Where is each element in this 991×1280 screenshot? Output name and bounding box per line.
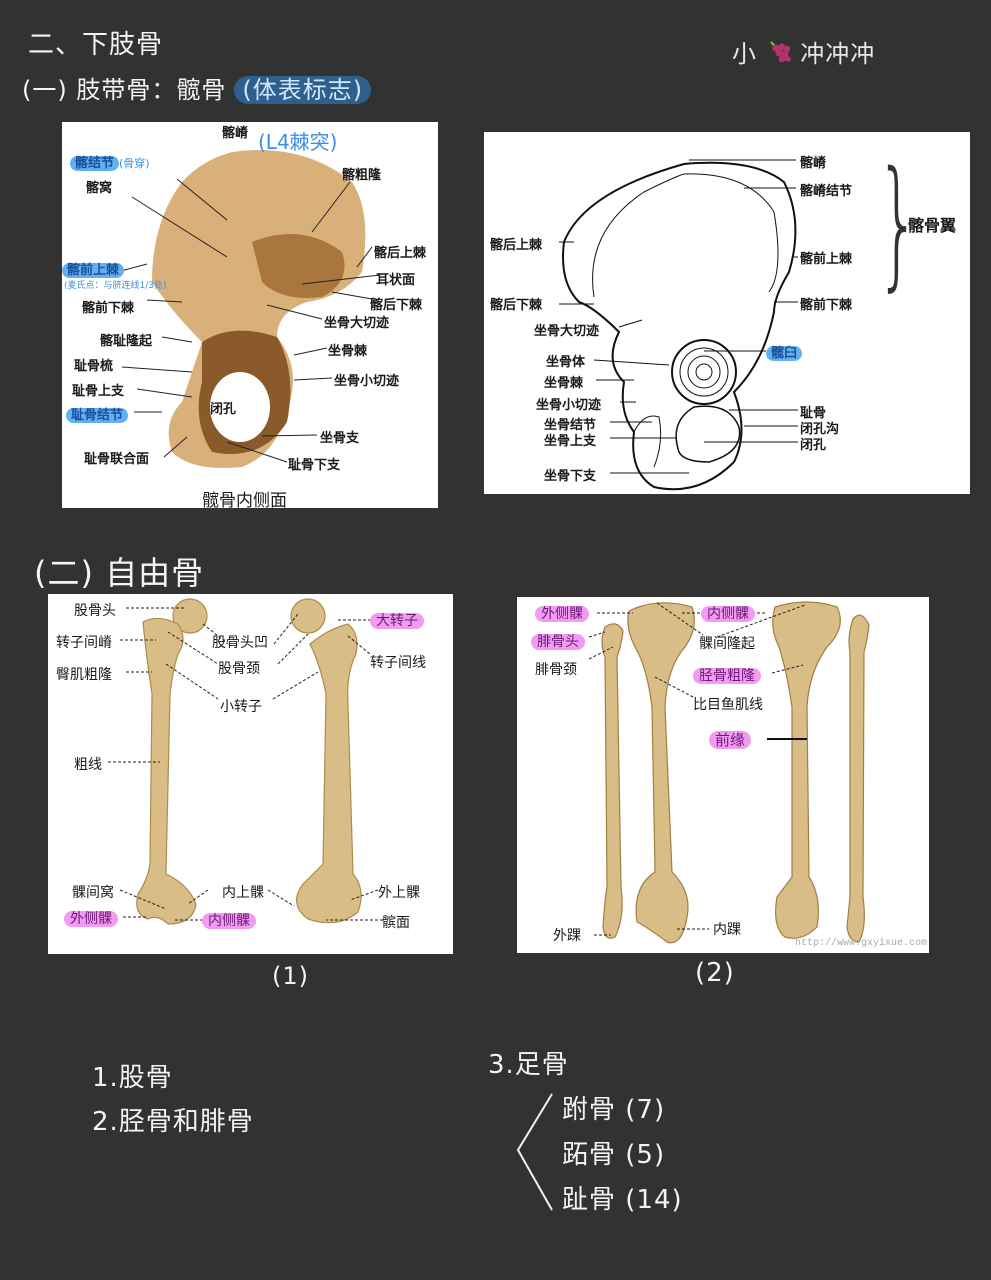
watermark-url: http://www.gxyixue.com	[794, 938, 927, 949]
label-pubic-tubercle: 耻骨结节	[66, 404, 129, 423]
brand-prefix: 小	[732, 40, 757, 68]
foot-item-phalanges: 趾骨 (14)	[562, 1185, 683, 1215]
label-ilium-wing: 髂骨翼	[908, 216, 957, 235]
label-medial-condyle: 内侧髁	[202, 910, 256, 930]
label-fibular-neck: 腓骨颈	[535, 662, 577, 678]
brace-icon: }	[876, 142, 921, 305]
hip-bone-lateral-figure: 髂嵴 髂嵴结节 } 髂骨翼 髂后上棘 髂前上棘 髂后下棘 髂前下棘 坐骨大切迹 …	[484, 132, 970, 494]
author-brand: 小 冲冲冲	[732, 34, 875, 69]
label-piis: 髂后下棘	[370, 298, 423, 313]
label-iliac-crest: 髂嵴	[222, 126, 249, 141]
label-obturator-foramen: 闭孔	[210, 402, 237, 417]
label-aiis: 髂前下棘	[800, 298, 853, 313]
figure-caption: 髋骨内侧面	[202, 491, 287, 508]
subsection-text: (一) 肢带骨：髋骨	[22, 76, 227, 104]
label-lateral-condyle: 外侧髁	[64, 908, 118, 928]
label-greater-sciatic-notch: 坐骨大切迹	[324, 316, 390, 331]
label-iliac-crest: 髂嵴	[800, 156, 827, 171]
label-piis: 髂后下棘	[490, 298, 543, 313]
foot-item-tarsals: 跗骨 (7)	[562, 1095, 666, 1125]
foot-item-metatarsals: 跖骨 (5)	[562, 1140, 666, 1170]
label-lesser-trochanter: 小转子	[220, 699, 262, 715]
label-medial-malleolus: 内踝	[713, 922, 741, 938]
label-soleal-line: 比目鱼肌线	[693, 697, 763, 713]
label-asis: 髂前上棘	[800, 252, 853, 267]
section-free-bones-title: (二) 自由骨	[34, 554, 205, 592]
figure-label-1: (1)	[272, 962, 309, 990]
tibia-fibula-illustration	[588, 601, 870, 944]
label-lesser-sciatic-notch: 坐骨小切迹	[334, 374, 400, 389]
label-asis: 髂前上棘	[62, 259, 125, 278]
label-gluteal-tuberosity: 臀肌粗隆	[56, 667, 112, 683]
bracket-icon	[516, 1093, 553, 1211]
label-ischial-spine: 坐骨棘	[544, 376, 584, 391]
label-ischial-body: 坐骨体	[546, 355, 586, 370]
label-obturator-groove: 闭孔沟	[800, 422, 840, 437]
label-anterior-border: 前缘	[709, 729, 752, 750]
hip-bone-lateral-illustration	[559, 159, 798, 491]
grape-icon	[769, 41, 791, 63]
label-inferior-pubic-ramus: 耻骨下支	[288, 458, 341, 473]
label-iliac-tuberosity: 髂粗隆	[342, 168, 382, 183]
label-iliac-crest-tubercle: 髂嵴结节	[800, 184, 853, 199]
label-pubis: 耻骨	[800, 406, 827, 421]
figure-label-2: (2)	[695, 958, 735, 988]
label-psis: 髂后上棘	[490, 238, 543, 253]
label-intercondylar-fossa: 髁间窝	[72, 885, 114, 901]
label-psis: 髂后上棘	[374, 246, 427, 261]
landmarks-tag: (体表标志)	[234, 76, 372, 104]
label-ischial-tuberosity: 坐骨结节	[544, 418, 597, 433]
label-pubic-symphysis-surface: 耻骨联合面	[84, 452, 150, 467]
label-intertrochanteric-line: 转子间线	[370, 655, 426, 671]
label-lateral-malleolus: 外踝	[553, 928, 581, 944]
bone-list: 1.股骨 2.胫骨和腓骨	[92, 1056, 254, 1144]
brand-suffix: 冲冲冲	[800, 40, 876, 68]
list-item-foot-bones: 3.足骨	[488, 1050, 569, 1080]
label-auricular-surface: 耳状面	[376, 273, 416, 288]
label-ischial-inferior-ramus: 坐骨下支	[544, 469, 597, 484]
label-intertrochanteric-crest: 转子间嵴	[56, 635, 112, 651]
label-obturator-foramen: 闭孔	[800, 438, 827, 453]
note-l4-spinous: (L4棘突)	[258, 130, 338, 154]
label-fibular-head: 腓骨头	[531, 631, 585, 651]
label-ischial-ramus: 坐骨支	[320, 431, 360, 446]
hip-bone-medial-figure: 髂嵴 (L4棘突) 髂结节(骨穿) 髂窝 髂粗隆 髂后上棘 耳状面 髂前上棘 (…	[62, 122, 438, 508]
label-aiis: 髂前下棘	[82, 301, 135, 316]
label-acetabulum: 髋臼	[766, 342, 803, 361]
label-pecten-pubis: 耻骨梳	[74, 359, 114, 374]
label-iliac-tubercle: 髂结节(骨穿)	[70, 152, 150, 171]
label-lateral-epicondyle: 外上髁	[378, 885, 420, 901]
list-item-tibia-fibula: 2.胫骨和腓骨	[92, 1107, 254, 1137]
section-title: 二、下肢骨	[28, 30, 164, 60]
label-patellar-surface: 髌面	[382, 915, 410, 931]
femur-illustration	[108, 598, 383, 925]
label-linea-aspera: 粗线	[74, 757, 102, 773]
label-femoral-head: 股骨头	[74, 603, 116, 619]
label-fovea: 股骨头凹	[212, 635, 268, 651]
label-tibial-tuberosity: 胫骨粗隆	[693, 665, 761, 685]
subsection-title: (一) 肢带骨：髋骨(体表标志)	[22, 70, 372, 105]
femur-figure: 股骨头 转子间嵴 股骨头凹 大转子 股骨颈 转子间线 臀肌粗隆 小转子 粗线 髁…	[48, 594, 453, 954]
label-iliopubic-eminence: 髂耻隆起	[100, 334, 153, 349]
label-lesser-sciatic-notch: 坐骨小切迹	[536, 398, 602, 413]
label-greater-trochanter: 大转子	[370, 610, 424, 630]
tibia-fibula-figure: 外侧髁 内侧髁 腓骨头 髁间隆起 腓骨颈 胫骨粗隆 比目鱼肌线 前缘 外踝 内踝…	[517, 597, 929, 953]
note-mcburney: (麦氏点：与脐连线1/3处)	[64, 281, 167, 291]
foot-bones-list: 跗骨 (7) 跖骨 (5) 趾骨 (14)	[562, 1088, 683, 1223]
label-superior-pubic-ramus: 耻骨上支	[72, 384, 125, 399]
label-lateral-condyle: 外侧髁	[535, 603, 589, 623]
label-iliac-fossa: 髂窝	[86, 181, 113, 196]
label-medial-condyle: 内侧髁	[701, 603, 755, 623]
list-item-femur: 1.股骨	[92, 1063, 173, 1093]
label-medial-epicondyle: 内上髁	[222, 885, 264, 901]
label-greater-sciatic-notch: 坐骨大切迹	[534, 324, 600, 339]
label-ischial-spine: 坐骨棘	[328, 344, 368, 359]
label-intercondylar-eminence: 髁间隆起	[699, 636, 755, 652]
hip-bone-medial-illustration	[116, 150, 381, 468]
label-femoral-neck: 股骨颈	[218, 661, 260, 677]
label-ischial-superior-ramus: 坐骨上支	[544, 434, 597, 449]
